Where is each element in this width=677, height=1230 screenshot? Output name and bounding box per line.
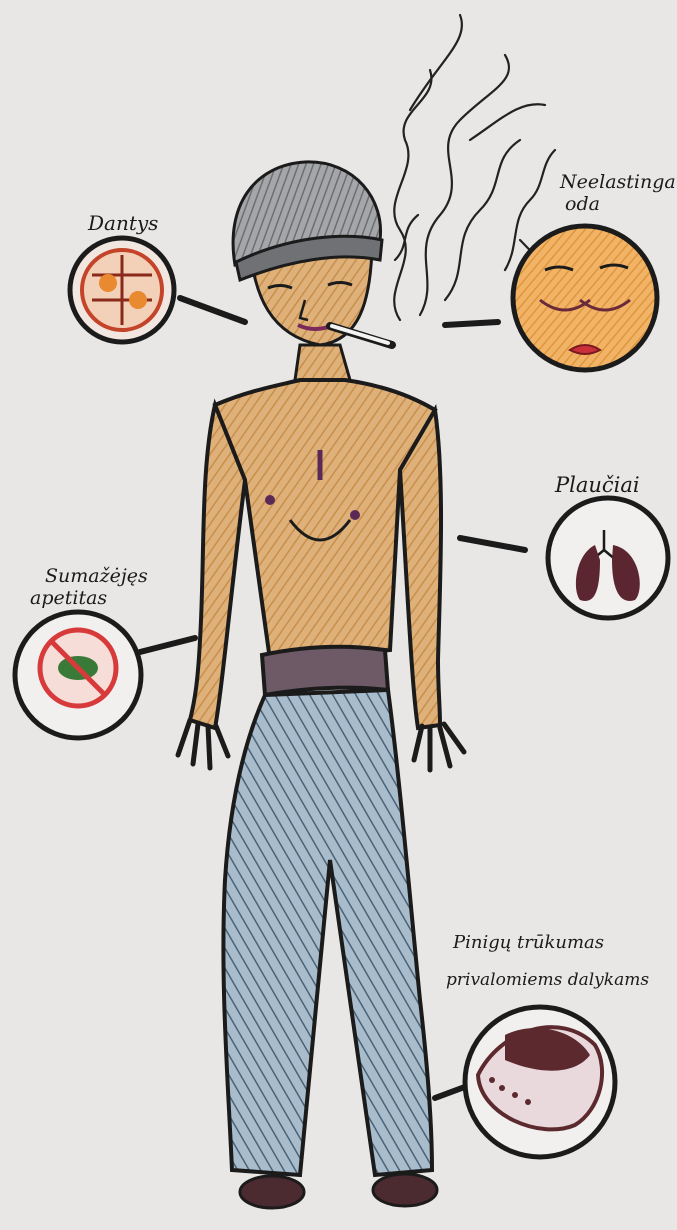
no-food-circle-icon	[15, 612, 141, 738]
label-skin-line1: Neelastinga	[559, 171, 676, 193]
skin-connector	[445, 322, 498, 325]
lungs-connector	[460, 538, 525, 550]
label-lungs: Plaučiai	[554, 473, 640, 497]
label-appetite-line1: Sumažėjęs	[45, 565, 148, 587]
label-money-line1: Pinigų trūkumas	[452, 932, 604, 953]
lungs-circle-icon	[548, 498, 668, 618]
jeans	[223, 647, 437, 1208]
teeth-circle-icon	[70, 238, 174, 342]
face-circle-icon	[513, 226, 657, 370]
head	[233, 162, 382, 345]
left-shoe-icon	[240, 1176, 304, 1208]
wallet-circle-icon	[465, 1007, 615, 1157]
label-money-line2: privalomiems dalykams	[446, 970, 649, 990]
label-teeth: Dantys	[87, 211, 158, 235]
appetite-connector	[140, 638, 195, 652]
label-appetite-line2: apetitas	[30, 587, 107, 609]
label-skin-line2: oda	[565, 193, 600, 215]
right-shoe-icon	[373, 1174, 437, 1206]
teeth-connector	[180, 298, 245, 322]
